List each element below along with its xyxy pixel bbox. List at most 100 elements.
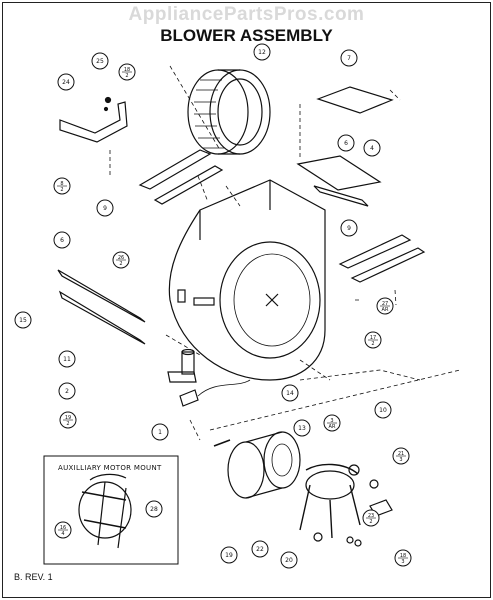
inset-title: AUXILLIARY MOTOR MOUNT bbox=[58, 464, 162, 472]
right-lower-rails bbox=[338, 234, 426, 283]
callout-number: 13 bbox=[298, 425, 306, 432]
callout-number: 4 bbox=[370, 145, 374, 152]
callout-balloon: 14 bbox=[281, 384, 299, 402]
callout-circle bbox=[58, 350, 76, 368]
callout-quantity: 2 bbox=[66, 421, 69, 427]
callout-circle bbox=[53, 231, 71, 249]
callout-circle bbox=[281, 384, 299, 402]
callout-balloon: 213 bbox=[392, 447, 410, 465]
callout-layer: 251821272482964962621527AR1721121921413A… bbox=[14, 43, 412, 569]
callout-number: 19 bbox=[65, 415, 71, 421]
hardware bbox=[313, 464, 393, 547]
callout-number: 19 bbox=[225, 552, 233, 559]
callout-balloon: 24 bbox=[57, 73, 75, 91]
callout-quantity: 2 bbox=[125, 73, 128, 79]
callout-balloon: 82 bbox=[53, 177, 71, 195]
callout-balloon: 192 bbox=[59, 411, 77, 429]
callout-balloon: 28 bbox=[145, 500, 163, 518]
callout-balloon: 13 bbox=[293, 419, 311, 437]
blower-housing bbox=[168, 179, 326, 381]
callout-number: 1 bbox=[158, 429, 162, 436]
callout-number: 27 bbox=[382, 301, 388, 307]
right-rails bbox=[296, 155, 382, 207]
callout-circle bbox=[374, 401, 392, 419]
callout-circle bbox=[293, 419, 311, 437]
assembly-leader-lines bbox=[109, 65, 461, 441]
callout-quantity: 2 bbox=[119, 261, 122, 267]
callout-balloon: 6 bbox=[337, 134, 355, 152]
callout-circle bbox=[340, 49, 358, 67]
callout-number: 20 bbox=[285, 557, 293, 564]
callout-circle bbox=[337, 134, 355, 152]
callout-balloon: 9 bbox=[340, 219, 358, 237]
callout-quantity: 2 bbox=[371, 341, 374, 347]
callout-circle bbox=[253, 43, 271, 61]
callout-circle bbox=[14, 311, 32, 329]
callout-number: 18 bbox=[124, 67, 130, 73]
callout-balloon: 6 bbox=[53, 231, 71, 249]
callout-balloon: 182 bbox=[118, 63, 136, 81]
callout-balloon: 15 bbox=[14, 311, 32, 329]
callout-quantity: 4 bbox=[61, 531, 64, 537]
callout-number: 6 bbox=[344, 140, 348, 147]
wire-plug bbox=[179, 379, 251, 407]
top-plate bbox=[316, 86, 394, 114]
diagram-title: BLOWER ASSEMBLY bbox=[160, 26, 333, 45]
callout-balloon: 1 bbox=[151, 423, 169, 441]
callout-number: 12 bbox=[258, 49, 266, 56]
callout-balloon: 4 bbox=[363, 139, 381, 157]
callout-number: 8 bbox=[60, 181, 63, 187]
callout-circle bbox=[91, 52, 109, 70]
callout-number: 9 bbox=[103, 205, 107, 212]
left-rails bbox=[138, 149, 224, 205]
motor-mount bbox=[299, 463, 361, 539]
callout-number: 3 bbox=[330, 418, 333, 424]
callout-number: 6 bbox=[60, 237, 64, 244]
callout-circle bbox=[151, 423, 169, 441]
callout-balloon: 232 bbox=[362, 509, 380, 527]
callout-number: 14 bbox=[286, 390, 294, 397]
callout-number: 17 bbox=[370, 335, 376, 341]
mounting-bracket bbox=[59, 96, 128, 143]
blower-wheel bbox=[187, 69, 271, 155]
callout-number: 21 bbox=[398, 451, 404, 457]
blower-motor bbox=[213, 431, 301, 499]
callout-quantity: 3 bbox=[399, 457, 402, 463]
callout-balloon: 172 bbox=[364, 331, 382, 349]
callout-balloon: 25 bbox=[91, 52, 109, 70]
left-lower-rails bbox=[57, 269, 146, 345]
watermark: AppliancePartsPros.com bbox=[128, 4, 365, 25]
callout-balloon: 10 bbox=[374, 401, 392, 419]
callout-balloon: 12 bbox=[253, 43, 271, 61]
callout-balloon: 2 bbox=[58, 382, 76, 400]
callout-number: 24 bbox=[62, 79, 70, 86]
callout-number: 2 bbox=[65, 388, 69, 395]
callout-balloon: 183 bbox=[394, 549, 412, 567]
callout-number: 11 bbox=[63, 356, 71, 363]
callout-number: 9 bbox=[347, 225, 351, 232]
callout-balloon: 262 bbox=[112, 251, 130, 269]
callout-circle bbox=[220, 546, 238, 564]
callout-balloon: 20 bbox=[280, 551, 298, 569]
callout-number: 10 bbox=[379, 407, 387, 414]
capacitor-strap bbox=[167, 371, 197, 383]
callout-quantity: 3 bbox=[401, 559, 404, 565]
callout-number: 7 bbox=[347, 55, 351, 62]
callout-circle bbox=[96, 199, 114, 217]
callout-balloon: 19 bbox=[220, 546, 238, 564]
capacitor bbox=[181, 348, 195, 375]
callout-number: 26 bbox=[118, 255, 124, 261]
callout-balloon: 3AR bbox=[323, 414, 341, 432]
callout-quantity: 2 bbox=[60, 187, 63, 193]
callout-circle bbox=[145, 500, 163, 518]
callout-circle bbox=[251, 540, 269, 558]
callout-circle bbox=[57, 73, 75, 91]
callout-number: 25 bbox=[96, 58, 104, 65]
callout-quantity: 2 bbox=[369, 519, 372, 525]
callout-number: 28 bbox=[150, 506, 158, 513]
revision-label: B. REV. 1 bbox=[14, 572, 53, 582]
